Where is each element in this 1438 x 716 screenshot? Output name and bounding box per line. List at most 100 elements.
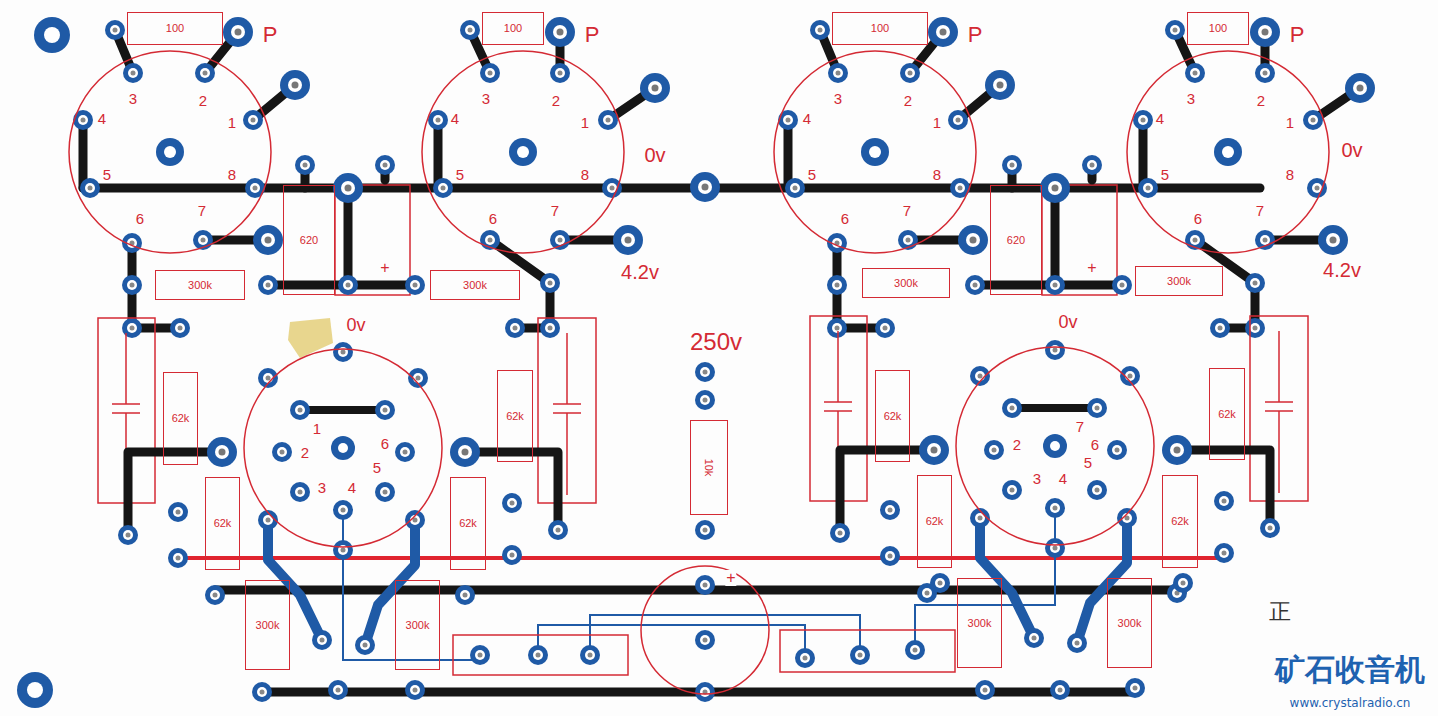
resistor-value: 62k xyxy=(213,518,233,529)
pin-number: 7 xyxy=(902,203,912,218)
voltage-label: 0v xyxy=(644,145,665,165)
resistor-value: 100 xyxy=(165,23,185,34)
resistor-box: 300k xyxy=(245,580,290,670)
resistor-box: 300k xyxy=(957,578,1002,668)
resistor-value: 100 xyxy=(1208,23,1228,34)
amplifier-half xyxy=(98,318,596,655)
pin-number: 6 xyxy=(135,211,145,226)
pin-number: 7 xyxy=(1075,419,1085,434)
resistor-box: 100 xyxy=(482,12,544,45)
voltage-label: 0v xyxy=(1058,313,1077,331)
socket-outline xyxy=(641,566,769,694)
resistor-box: 62k xyxy=(875,370,910,462)
resistor-box: 62k xyxy=(917,475,952,568)
polarity-mark: + xyxy=(725,570,736,586)
tube-socket: 32145867 xyxy=(1126,50,1330,254)
resistor-value: 100 xyxy=(503,23,523,34)
resistor-value: 62k xyxy=(883,411,903,422)
tape xyxy=(288,318,333,358)
resistor-box: 62k xyxy=(163,372,198,465)
socket-traces xyxy=(428,17,670,338)
pin-name: P xyxy=(1290,24,1305,46)
pin-number: 4 xyxy=(1058,471,1068,486)
polarity-mark: + xyxy=(379,260,390,276)
pin-number: 4 xyxy=(450,111,460,126)
resistor-value: 300k xyxy=(255,620,281,631)
tube-socket: 123456 xyxy=(243,348,443,548)
resistor-box: 620 xyxy=(283,185,335,295)
resistor-value: 62k xyxy=(1217,409,1237,420)
tube-socket: 32145867 xyxy=(421,50,625,254)
socket-outline xyxy=(244,349,442,547)
resistor-value: 300k xyxy=(967,618,993,629)
resistor-value: 62k xyxy=(458,518,478,529)
resistor-box: 100 xyxy=(127,12,223,45)
resistor-value: 620 xyxy=(299,235,319,246)
pin-number: 2 xyxy=(1012,437,1022,452)
pin-number: 1 xyxy=(312,421,322,436)
resistor-box: 100 xyxy=(832,12,928,45)
tube-socket: 32145867 xyxy=(68,50,272,254)
pin-number: 8 xyxy=(932,167,942,182)
heater-line xyxy=(175,556,1222,560)
resistor-box: 62k xyxy=(1209,368,1245,460)
pin-number: 4 xyxy=(347,480,357,495)
pin-number: 3 xyxy=(833,91,843,106)
capacitor-block xyxy=(965,155,1132,295)
pin-number: 5 xyxy=(1160,167,1170,182)
voltage-label: 4.2v xyxy=(1323,260,1361,280)
connector-outline xyxy=(453,635,628,675)
pin-number: 3 xyxy=(317,480,327,495)
voltage-label: 0v xyxy=(346,316,365,334)
pin-number: 1 xyxy=(932,115,942,130)
resistor-value: 62k xyxy=(1170,516,1190,527)
socket-traces xyxy=(1133,17,1375,338)
socket-outline xyxy=(69,51,271,253)
pin-number: 3 xyxy=(128,91,138,106)
resistor-value: 62k xyxy=(925,516,945,527)
socket-outline xyxy=(956,347,1154,545)
pin-number: 2 xyxy=(903,93,913,108)
resistor-value: 10k xyxy=(704,458,715,478)
polarity-mark: + xyxy=(1086,260,1097,276)
resistor-box: 100 xyxy=(1187,12,1249,45)
resistor-box: 62k xyxy=(205,477,240,570)
pin-number: 8 xyxy=(227,167,237,182)
pin-number: 5 xyxy=(455,167,465,182)
amplifier-half xyxy=(810,316,1308,653)
pin-number: 3 xyxy=(1032,471,1042,486)
socket-outline xyxy=(68,50,272,254)
socket-outline xyxy=(955,346,1155,546)
resistor-box: 300k xyxy=(1135,266,1223,296)
pin-number: 2 xyxy=(551,93,561,108)
resistor-box: 620 xyxy=(990,185,1042,295)
pin-number: 4 xyxy=(97,111,107,126)
resistor-box: 300k xyxy=(155,270,245,300)
resistor-box: 62k xyxy=(497,370,533,462)
socket-outline xyxy=(243,348,443,548)
pin-number: 6 xyxy=(1193,211,1203,226)
pin-number: 2 xyxy=(198,93,208,108)
resistor-box: 300k xyxy=(395,580,440,670)
pin-number: 3 xyxy=(481,91,491,106)
board-mark: 正 xyxy=(1269,601,1291,623)
resistor-box: 300k xyxy=(430,270,520,300)
resistor-box: 300k xyxy=(1107,578,1152,668)
resistor-value: 62k xyxy=(505,411,525,422)
resistor-box: 62k xyxy=(1162,475,1198,568)
resistor-value: 300k xyxy=(893,278,919,289)
resistor-value: 300k xyxy=(187,280,213,291)
pin-number: 3 xyxy=(1186,91,1196,106)
pin-number: 7 xyxy=(550,203,560,218)
pin-number: 5 xyxy=(102,167,112,182)
resistor-box: 300k xyxy=(862,268,950,298)
pin-number: 6 xyxy=(840,211,850,226)
voltage-label: 4.2v xyxy=(621,262,659,282)
voltage-label: 250v xyxy=(690,330,742,354)
pin-number: 8 xyxy=(1285,167,1295,182)
socket-outline xyxy=(773,50,977,254)
pin-name: P xyxy=(968,24,983,46)
